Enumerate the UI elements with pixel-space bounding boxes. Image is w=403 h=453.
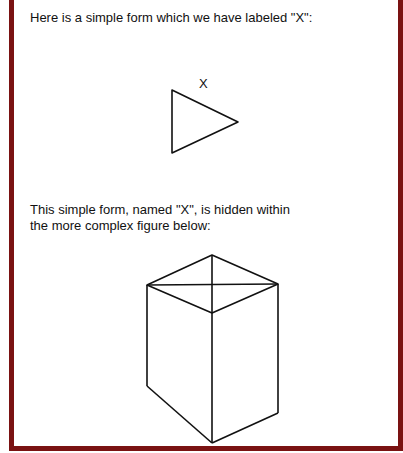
form-label: X <box>199 76 208 92</box>
frame-bottom <box>9 446 403 451</box>
instruction-text: This simple form, named "X", is hidden w… <box>30 202 306 234</box>
intro-text: Here is a simple form which we have labe… <box>30 10 312 26</box>
frame-right <box>398 0 403 451</box>
prism-figure <box>147 255 278 443</box>
frame-left <box>9 0 14 451</box>
triangle-x <box>172 90 238 153</box>
